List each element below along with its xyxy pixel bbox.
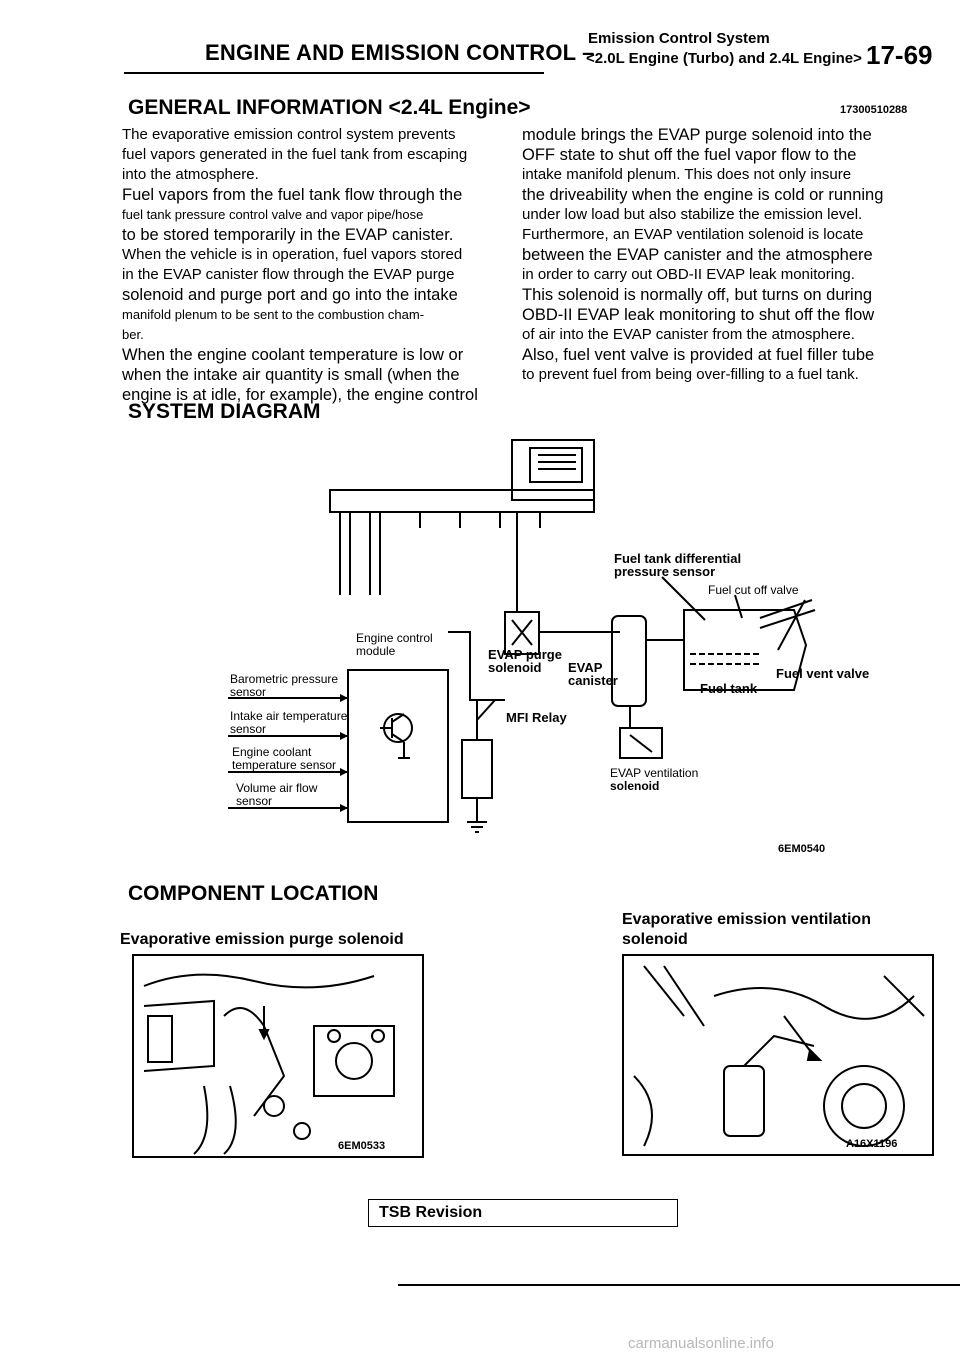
label-line b: solenoid [610,779,660,793]
text-line: in order to carry out OBD-II EVAP leak m… [522,266,855,283]
page-header-title: ENGINE AND EMISSION CONTROL – [205,40,595,65]
label-line: EVAP [568,660,603,675]
label-line: Engine coolant [232,745,312,759]
text-line: When the vehicle is in operation, fuel v… [122,246,463,263]
caption-line: Evaporative emission ventilation [622,911,871,928]
system-diagram-code: 6EM0540 [778,843,826,855]
text-line: Fuel vapors from the fuel tank flow thro… [122,186,463,204]
text-line: Also, fuel vent valve is provided at fue… [522,346,875,364]
general-info-code: 17300510288 [840,104,908,116]
purge-solenoid-photo: 6EM0533 [132,954,424,1158]
text-line: OBD-II EVAP leak monitoring to shut off … [522,306,875,324]
label-line: solenoid [488,660,542,675]
label-evap-purge-solenoid: EVAP purge solenoid [488,648,562,674]
vent-photo-code: A16X1196 [846,1138,898,1150]
fuel-tank-shape [683,609,808,691]
label-line: pressure sensor [614,564,716,579]
text-line: fuel vapors generated in the fuel tank f… [122,146,468,163]
text-line: Furthermore, an EVAP ventilation solenoi… [522,226,864,243]
label-evap-canister: EVAP canister [568,661,618,687]
label-line: sensor [230,722,267,736]
label-line: canister [568,673,618,688]
label-line: Intake air temperature [230,709,348,723]
mfi-relay-coil-shape [461,739,493,799]
general-info-left-column: The evaporative emission control system … [122,125,478,405]
label-barometric-sensor: Barometric pressure sensor [230,673,338,699]
text-line: when the intake air quantity is small (w… [122,366,460,384]
label-air-flow-sensor: Volume air flow sensor [236,782,317,808]
tsb-revision-box: TSB Revision [368,1199,678,1227]
label-line: Volume air flow [236,781,318,795]
label-mfi-relay: MFI Relay [506,710,567,725]
label-line: temperature sensor [232,758,337,772]
label-line: sensor [236,794,273,808]
text-line: under low load but also stabilize the em… [522,206,863,223]
ecm-shape [347,669,449,823]
system-diagram-title: SYSTEM DIAGRAM [128,400,321,423]
page-header-engine: <2.0L Engine (Turbo) and 2.4L Engine> [586,50,862,67]
text-line: of air into the EVAP canister from the a… [522,326,855,343]
header-rule [124,72,544,74]
text-line: When the engine coolant temperature is l… [122,346,464,364]
label-line: Barometric pressure [230,672,339,686]
text-line: to be stored temporarily in the EVAP can… [122,226,454,244]
text-line: solenoid and purge port and go into the … [122,286,458,304]
text-line: OFF state to shut off the fuel vapor flo… [522,146,857,164]
label-line: EVAP purge [488,647,562,662]
purge-solenoid-illustration [143,973,395,1155]
text-line: in the EVAP canister flow through the EV… [122,266,455,283]
label-line: Engine control [356,631,433,645]
general-info-title: GENERAL INFORMATION <2.4L Engine> [128,96,531,119]
footer-watermark: carmanualsonline.info [628,1335,774,1352]
ventilation-solenoid-photo: A16X1196 [622,954,934,1156]
text-line: between the EVAP canister and the atmosp… [522,246,873,264]
text-line: This solenoid is normally off, but turns… [522,286,873,304]
text-line: to prevent fuel from being over-filling … [522,366,859,383]
component-location-title: COMPONENT LOCATION [128,882,379,905]
label-line: module [356,644,396,658]
page-number: 17-69 [866,40,933,70]
label-coolant-temp-sensor: Engine coolant temperature sensor [232,746,336,772]
purge-solenoid-caption: Evaporative emission purge solenoid [120,931,404,948]
text-line: the driveability when the engine is cold… [522,186,884,204]
throttle-body-shape [529,447,583,483]
tsb-revision-label: TSB Revision [379,1204,483,1221]
page-header-section: Emission Control System [588,30,770,47]
label-line: EVAP ventilation [610,766,699,780]
label-fuel-tank: Fuel tank [700,681,758,696]
text-line: manifold plenum to be sent to the combus… [122,307,425,322]
intake-plenum-shape [511,439,595,501]
label-intake-air-temp-sensor: Intake air temperature sensor [230,710,347,736]
text-line: fuel tank pressure control valve and vap… [122,207,424,222]
purge-photo-code: 6EM0533 [338,1140,386,1152]
ventilation-solenoid-illustration [633,965,925,1147]
text-line: ber. [122,327,144,342]
label-line: Fuel tank differential [614,551,742,566]
vent-solenoid-caption: Evaporative emission ventilation solenoi… [622,910,871,950]
text-line: into the atmosphere. [122,166,259,183]
label-fuel-vent-valve: Fuel vent valve [776,666,870,681]
general-info-right-column: module brings the EVAP purge solenoid in… [522,125,883,385]
caption-line: solenoid [622,931,688,948]
system-diagram-drawing [228,439,816,833]
text-line: module brings the EVAP purge solenoid in… [522,126,872,144]
label-differential-pressure-sensor: Fuel tank differential pressure sensor [614,552,741,578]
label-fuel-cut-off-valve: Fuel cut off valve [708,583,799,597]
bottom-rule [398,1284,960,1286]
text-line: engine is at idle, for example), the eng… [122,386,478,404]
label-evap-ventilation-solenoid: EVAP ventilation solenoid [610,767,698,793]
label-line: sensor [230,685,267,699]
label-ecm: Engine control module [356,632,433,658]
text-line: The evaporative emission control system … [122,126,456,143]
vent-solenoid-shape [619,727,663,759]
text-line: intake manifold plenum. This does not on… [522,166,852,183]
